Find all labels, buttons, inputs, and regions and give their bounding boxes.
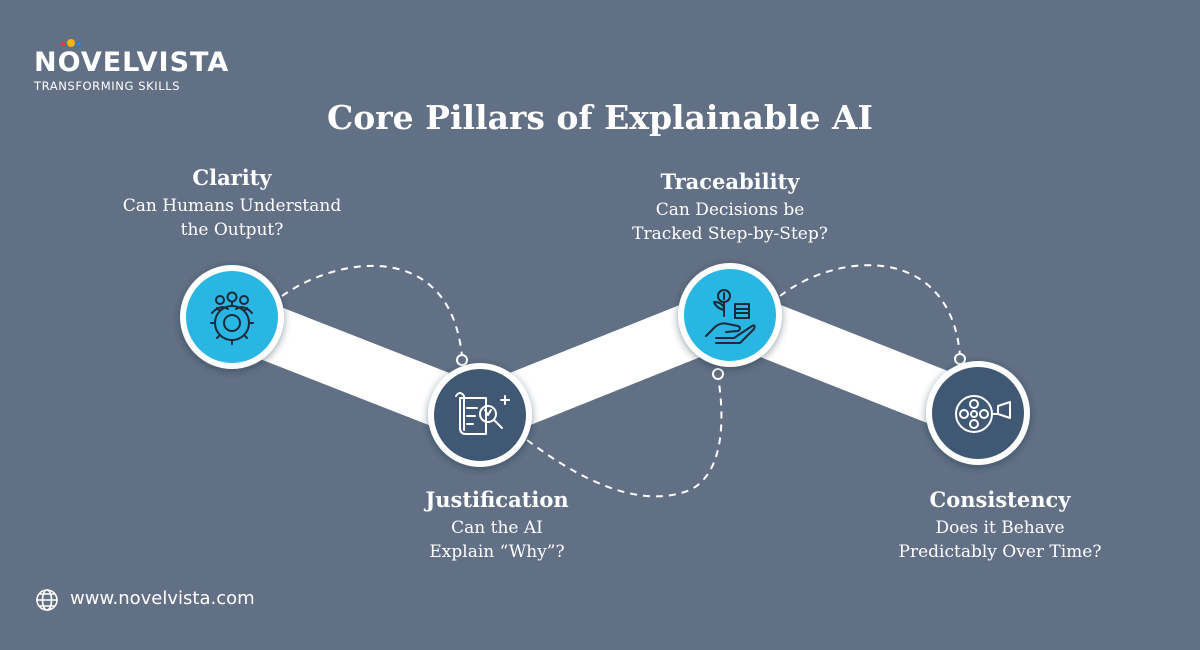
dashed-arc-1-end-dot	[456, 354, 468, 366]
brand-tagline: TRANSFORMING SKILLS	[34, 79, 181, 93]
brand-name: NOVELVISTA	[34, 47, 230, 78]
brand-logo: NOVELVISTA TRANSFORMING SKILLS	[34, 47, 230, 94]
pillar-question-line1: Can Humans Understand	[122, 196, 342, 216]
node-clarity	[180, 265, 284, 369]
dashed-arc-1	[281, 264, 463, 357]
hand-money-icon	[705, 289, 756, 344]
node-consistency	[926, 361, 1030, 465]
pillar-heading: Justification	[425, 487, 569, 512]
globe-icon-spacer	[36, 589, 62, 609]
page-title: Core Pillars of Explainable AI	[327, 98, 873, 137]
pillar-question-line2: Predictably Over Time?	[898, 542, 1102, 562]
node-traceability	[678, 263, 782, 367]
pillar-clarity: Clarity Can Humans Understand the Output…	[82, 164, 382, 242]
pillar-question-line2: the Output?	[180, 220, 284, 240]
pillar-heading: Traceability	[660, 169, 800, 194]
pillar-question-line1: Does it Behave	[935, 518, 1065, 538]
team-gear-icon	[210, 291, 254, 345]
pillar-question-line2: Explain “Why”?	[429, 542, 565, 562]
footer-website[interactable]: www.novelvista.com	[36, 588, 255, 609]
website-link[interactable]: www.novelvista.com	[70, 588, 255, 609]
pillar-consistency: Consistency Does it Behave Predictably O…	[835, 486, 1165, 564]
dashed-arc-3-end-dot	[954, 353, 966, 365]
globe-icon	[36, 589, 58, 611]
pillar-heading: Clarity	[192, 165, 272, 190]
pillar-question-line1: Can the AI	[451, 518, 543, 538]
pillar-question-line2: Tracked Step-by-Step?	[632, 224, 828, 244]
pillar-question-line1: Can Decisions be	[655, 200, 805, 220]
pillar-traceability: Traceability Can Decisions be Tracked St…	[580, 168, 880, 246]
logo-sun-icon	[61, 39, 81, 47]
connector-path	[221, 284, 989, 446]
dashed-arc-2	[526, 376, 723, 498]
dashed-arc-3	[779, 264, 961, 356]
film-reel-icon	[955, 395, 1011, 433]
pillar-justification: Justification Can the AI Explain “Why”?	[347, 486, 647, 564]
document-search-icon	[455, 392, 510, 435]
dashed-arc-2-end-dot	[712, 368, 724, 380]
pillar-heading: Consistency	[929, 487, 1071, 512]
